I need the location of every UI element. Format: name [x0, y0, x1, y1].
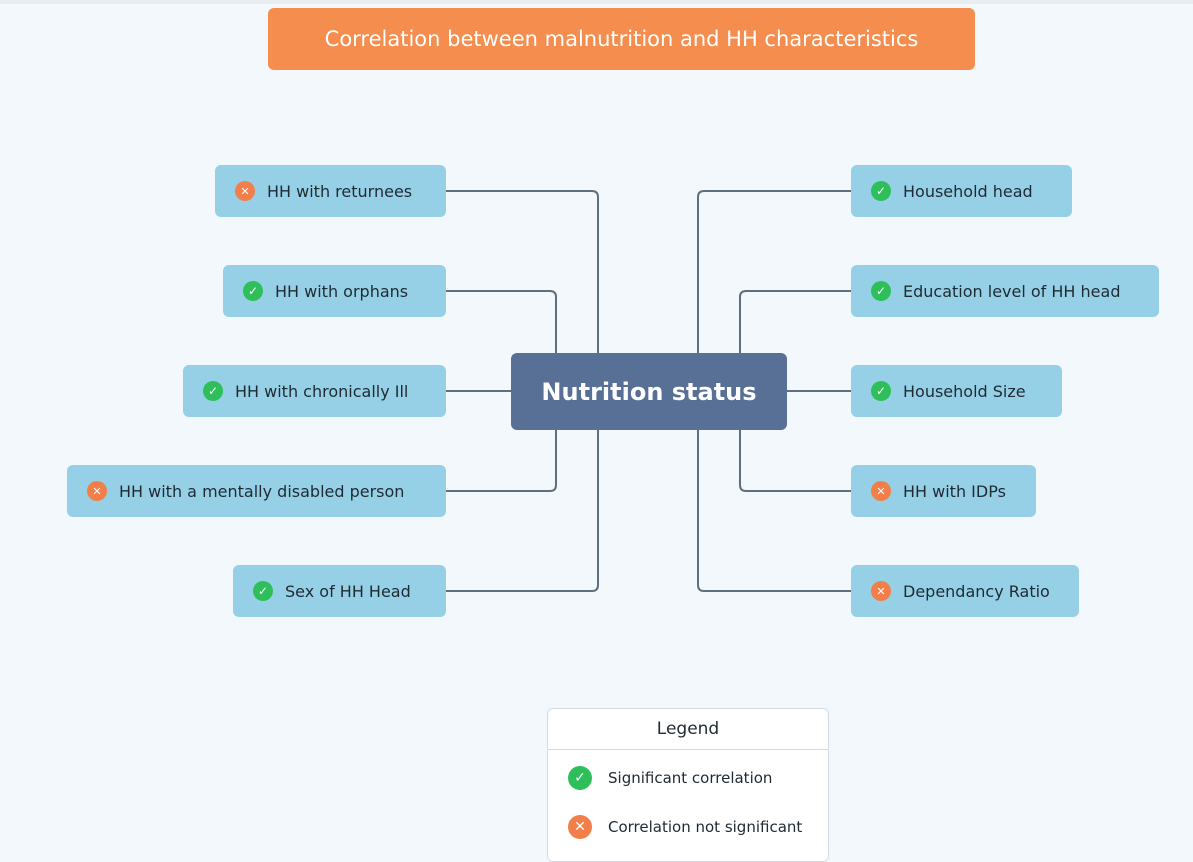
node-label: Sex of HH Head	[285, 581, 411, 601]
legend-item-significant: ✓ Significant correlation	[568, 766, 772, 790]
check-icon: ✓	[871, 181, 891, 201]
node-dependancy-ratio: ✕ Dependancy Ratio	[851, 565, 1079, 617]
node-label: HH with a mentally disabled person	[119, 481, 405, 501]
connector-right-4	[739, 430, 851, 492]
node-label: HH with returnees	[267, 181, 413, 201]
legend-item-not-significant: ✕ Correlation not significant	[568, 815, 802, 839]
node-label: HH with orphans	[275, 281, 409, 301]
legend-label: Correlation not significant	[608, 818, 803, 836]
cross-icon: ✕	[568, 815, 592, 839]
connector-right-5	[697, 430, 851, 592]
node-hh-with-orphans: ✓ HH with orphans	[223, 265, 446, 317]
check-icon: ✓	[871, 381, 891, 401]
connector-right-1	[697, 190, 851, 353]
node-hh-with-idps: ✕ HH with IDPs	[851, 465, 1036, 517]
node-label: HH with IDPs	[903, 481, 1006, 501]
node-hh-with-mentally-disabled: ✕ HH with a mentally disabled person	[67, 465, 446, 517]
center-label: Nutrition status	[541, 377, 757, 406]
node-label: Education level of HH head	[903, 281, 1121, 301]
legend-label: Significant correlation	[608, 769, 773, 787]
top-strip	[0, 0, 1193, 4]
check-icon: ✓	[203, 381, 223, 401]
center-node: Nutrition status	[511, 353, 787, 430]
legend: Legend ✓ Significant correlation ✕ Corre…	[547, 708, 829, 862]
connector-left-5	[446, 430, 599, 592]
node-sex-of-hh-head: ✓ Sex of HH Head	[233, 565, 446, 617]
cross-icon: ✕	[871, 481, 891, 501]
cross-icon: ✕	[235, 181, 255, 201]
connector-left-1	[446, 190, 599, 353]
node-label: Household head	[903, 181, 1033, 201]
node-label: Dependancy Ratio	[903, 581, 1050, 601]
title-banner: Correlation between malnutrition and HH …	[268, 8, 975, 70]
node-hh-with-chronically-ill: ✓ HH with chronically Ill	[183, 365, 446, 417]
node-hh-with-returnees: ✕ HH with returnees	[215, 165, 446, 217]
check-icon: ✓	[568, 766, 592, 790]
node-household-head: ✓ Household head	[851, 165, 1072, 217]
check-icon: ✓	[243, 281, 263, 301]
cross-icon: ✕	[871, 581, 891, 601]
connector-left-2	[446, 290, 557, 353]
check-icon: ✓	[871, 281, 891, 301]
check-icon: ✓	[253, 581, 273, 601]
node-label: HH with chronically Ill	[235, 381, 409, 401]
diagram-title: Correlation between malnutrition and HH …	[324, 27, 919, 51]
node-education-level: ✓ Education level of HH head	[851, 265, 1159, 317]
legend-title: Legend	[548, 709, 828, 750]
node-label: Household Size	[903, 381, 1026, 401]
cross-icon: ✕	[87, 481, 107, 501]
connector-left-4	[446, 430, 557, 492]
node-household-size: ✓ Household Size	[851, 365, 1062, 417]
connector-right-2	[739, 290, 851, 353]
